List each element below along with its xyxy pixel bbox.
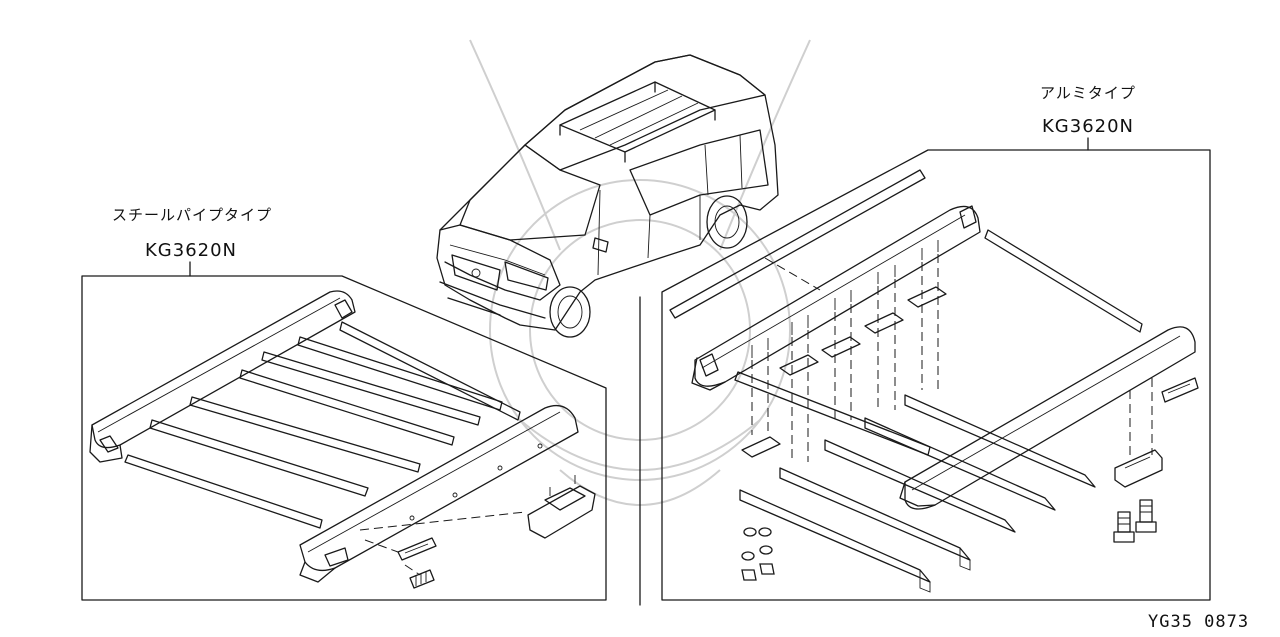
steel-rack-bracket <box>359 475 596 539</box>
aluminium-rack-nuts <box>741 527 775 581</box>
steel-roof-rack <box>89 290 579 583</box>
right-panel-frame <box>661 137 1211 601</box>
steel-pipe-type-label: スチールパイプタイプ <box>112 206 273 224</box>
left-panel-frame <box>81 261 607 601</box>
aluminium-rack-studs <box>751 240 1153 462</box>
vehicle-illustration <box>436 54 779 338</box>
figure-code: YG35 0873 <box>1148 612 1250 632</box>
steel-rack-screw <box>404 564 435 589</box>
steel-pipe-part-number: KG3620N <box>145 240 238 261</box>
aluminium-part-number: KG3620N <box>1042 116 1135 137</box>
aluminium-rack-clamp-plates <box>741 286 947 458</box>
aluminium-rack-bolts <box>1113 499 1157 543</box>
aluminium-rack-base-rails <box>739 394 1096 593</box>
aluminium-rack-bracket <box>1114 449 1163 488</box>
aluminium-roof-rack <box>669 169 1199 510</box>
steel-rack-label-plate <box>364 537 437 561</box>
aluminium-type-label: アルミタイプ <box>1040 84 1136 102</box>
